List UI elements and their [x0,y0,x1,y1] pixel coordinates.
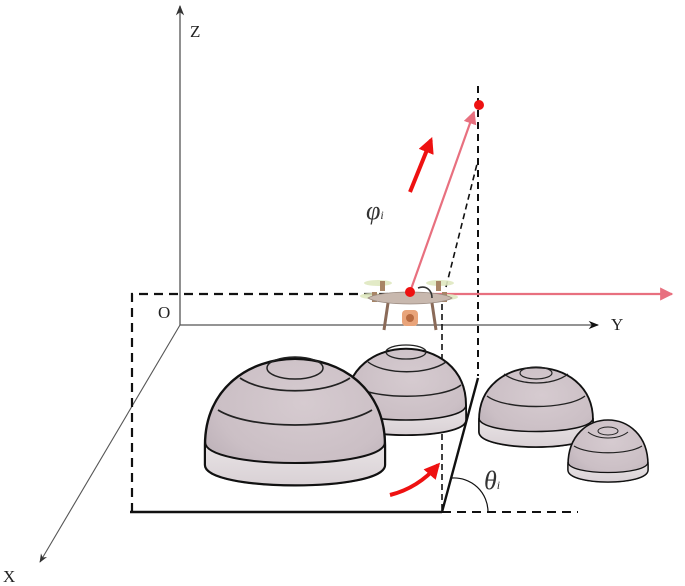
theta-rotation-arrow [389,462,441,497]
theta-subscript: i [496,478,501,492]
theta-angle-arc [451,477,489,513]
phi-rotation-arrow [408,137,434,193]
dashed-box-left-top [130,292,412,512]
origin-label: O [158,303,171,322]
projection-box [130,86,578,513]
direction-vector [408,110,477,293]
z-axis-label: Z [190,22,201,41]
dashed-projection-diagonal [445,159,479,288]
phi-subscript: i [380,208,384,222]
theta-symbol: θ [484,466,497,495]
x-axis [39,324,181,563]
dome-medium-right [478,366,594,448]
theta-label: θi [484,466,500,496]
x-axis-label: X [3,567,16,586]
phi-label: φi [366,196,384,226]
y-axis-label: Y [611,315,624,334]
uav-center-point [405,287,415,297]
target-point [474,100,484,110]
coordinate-axes [39,4,600,563]
theta-reference-line [440,377,480,513]
dome-large-front [203,356,387,487]
uav-drone [360,280,458,331]
dome-small-right [567,419,649,483]
phi-symbol: φ [366,196,381,225]
